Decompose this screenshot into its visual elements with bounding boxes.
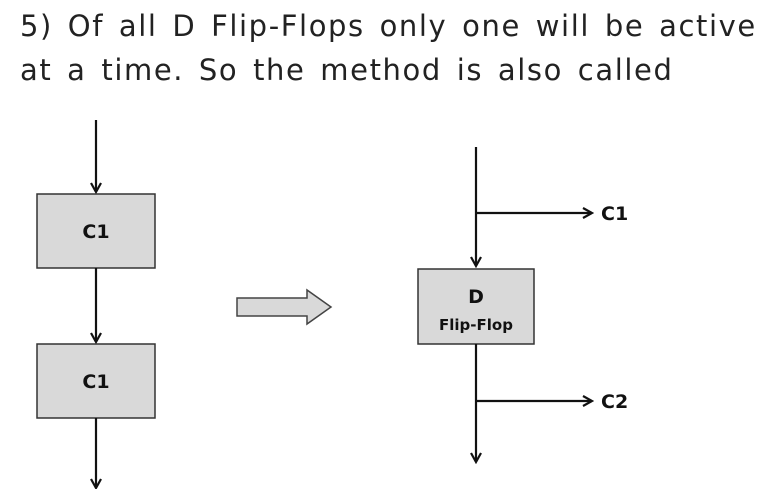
right-diagram: C1 D Flip-Flop C2 [417,147,628,462]
text-line-2: at a time. So the method is also called [20,53,674,87]
slide-text: 5) Of all D Flip-Flops only one will be … [20,4,780,92]
left-diagram: C1 C1 [36,120,156,488]
text-line-1: 5) Of all D Flip-Flops only one will be … [20,9,757,43]
d-flip-flop-subtitle: Flip-Flop [439,316,513,334]
flip-flop-label-top: C1 [82,221,109,243]
output-label-c2: C2 [601,391,628,413]
d-flip-flop-title: D [468,286,484,308]
d-flip-flop-box [417,268,535,345]
output-label-c1: C1 [601,203,628,225]
block-arrow [236,288,333,326]
flip-flop-label-bottom: C1 [82,371,109,393]
